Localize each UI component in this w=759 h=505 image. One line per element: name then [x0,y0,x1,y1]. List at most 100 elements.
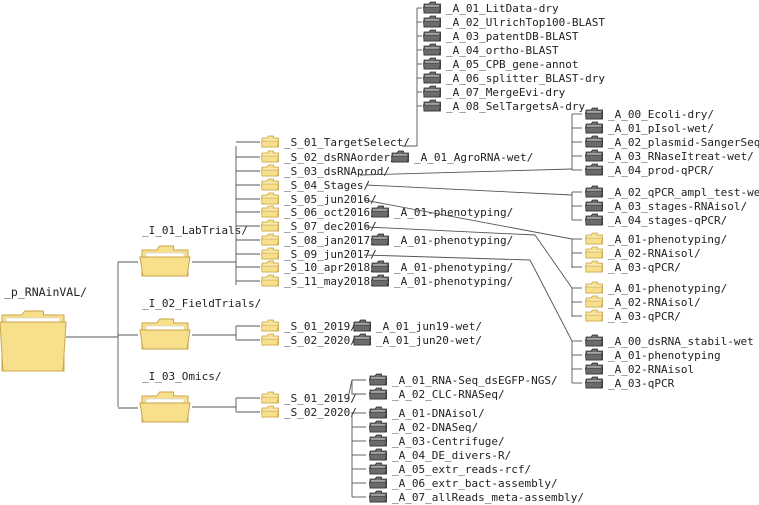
target-select-child-icon [423,85,441,98]
dsrnaprod-child: _A_04_prod-qPCR/ [608,164,714,177]
lab-stage-label-icon [261,219,279,232]
omics-2019-child: _A_02_CLC-RNASeq/ [392,388,505,401]
jun2017-child-icon [585,334,603,347]
target-select-child: _A_07_MergeEvi-dry [446,86,566,99]
lab-stage-label: _S_06_oct2016/ [284,206,377,219]
dsrnaprod-connector [359,168,573,176]
dsrnaprod-child-icon [585,163,603,176]
target-select-child-icon [423,1,441,14]
omics-2020-child: _A_04_DE_divers-R/ [392,449,511,462]
field-stage-child-icon [353,333,371,346]
omics-2020-child: _A_06_extr_bact-assembly/ [392,477,558,490]
stages-child: _A_04_stages-qPCR/ [608,214,727,227]
jun2017-connector [363,254,573,342]
field-stage-child: _A_01_jun20-wet/ [376,334,482,347]
omics-2020-child-icon [369,476,387,489]
dec2016-child: _A_03-qPCR/ [608,310,681,323]
lab-stage-label-icon [261,233,279,246]
dsrnaprod-child: _A_02_plasmid-SangerSeq/ [608,136,759,149]
lab-stage-label-icon [261,135,279,148]
target-select-child-icon [423,43,441,56]
dsrnaprod-child-icon [585,135,603,148]
omics-2020-child: _A_01-DNAisol/ [392,407,485,420]
field-stage-label: _S_01_2019/ [284,320,357,333]
omics-stage-label: _S_01_2019/ [284,392,357,405]
field-stage-label-icon [261,333,279,346]
target-select-child: _A_05_CPB_gene-annot [446,58,578,71]
dsrnaprod-child-icon [585,121,603,134]
jun2016-child-icon [585,260,603,273]
dsrnaprod-child: _A_01_pIsol-wet/ [608,122,714,135]
omics-2020-child-icon [369,406,387,419]
lab-stage-label-icon [261,150,279,163]
lab-stage-label: _S_04_Stages/ [284,179,370,192]
lab-stage-label: _S_09_jun2017/ [284,248,377,261]
target-select-child: _A_03_patentDB-BLAST [446,30,579,43]
dsrnaprod-child-icon [585,107,603,120]
dec2016-child-icon [585,309,603,322]
jun2016-child-icon [585,232,603,245]
lab-inline-child-icon [371,205,389,218]
stages-child: _A_02_qPCR_ampl_test-wet/ [608,186,759,199]
target-select-child-icon [423,71,441,84]
field-stage-label-icon [261,319,279,332]
lab-inline-child-icon [371,274,389,287]
target-select-child-icon [423,57,441,70]
dec2016-child-icon [585,281,603,294]
lab-stage-label: _S_07_dec2016/ [284,220,377,233]
lab-stage-label: _S_01_TargetSelect/ [284,136,410,149]
level1-label: _I_02_FieldTrials/ [142,297,261,310]
omics-2020-child-icon [369,420,387,433]
lab-stage-label: _S_08_jan2017/ [284,234,377,247]
lab-stage-label-icon [261,274,279,287]
lab-stage-label: _S_10_apr2018/ [284,261,377,274]
level1-folder-icon [139,391,191,423]
lab-stage-label: _S_05_jun2016/ [284,193,377,206]
jun2017-child-icon [585,376,603,389]
lab-stage-label-icon [261,247,279,260]
level1-label: _I_01_LabTrials/ [142,224,248,237]
jun2017-child: _A_02-RNAisol [608,363,694,376]
lab-stage-label-icon [261,260,279,273]
omics-2020-child: _A_05_extr_reads-rcf/ [392,463,531,476]
omics-2020-child: _A_07_allReads_meta-assembly/ [392,491,584,504]
target-select-child: _A_06_splitter_BLAST-dry [446,72,605,85]
lab-stage-label-icon [261,164,279,177]
omics-2019-child-icon [369,387,387,400]
lab-stage-label: _S_11_may2018/ [284,275,377,288]
lab-inline-child-icon [371,233,389,246]
omics-2019-child-icon [369,373,387,386]
omics-2020-child: _A_03-Centrifuge/ [392,435,505,448]
field-stage-label: _S_02_2020/ [284,334,357,347]
jun2017-child-icon [585,362,603,375]
lab-stage-label: _S_02_dsRNAorder/ [284,151,397,164]
target-select-child: _A_04_ortho-BLAST [446,44,559,57]
stages-child-icon [585,199,603,212]
omics-stage-label: _S_02_2020/ [284,406,357,419]
lab-inline-child: _A_01_AgroRNA-wet/ [414,151,533,164]
dsrnaprod-child-icon [585,149,603,162]
jun2017-child-icon [585,348,603,361]
omics-2019-child: _A_01_RNA-Seq_dsEGFP-NGS/ [392,374,558,387]
stages-child-icon [585,213,603,226]
jun2016-child: _A_02-RNAisol/ [608,247,701,260]
lab-inline-child: _A_01-phenotyping/ [394,206,513,219]
omics-2020-child-icon [369,462,387,475]
omics-stage-label-icon [261,405,279,418]
jun2017-child: _A_00_dsRNA_stabil-wet [608,335,754,348]
target-select-child-icon [423,15,441,28]
lab-stage-label-icon [261,192,279,205]
lab-inline-child-icon [391,150,409,163]
target-select-child: _A_02_UlrichTop100-BLAST [446,16,605,29]
omics-2020-child-icon [369,490,387,503]
lab-inline-child-icon [371,260,389,273]
dec2016-child: _A_01-phenotyping/ [608,282,727,295]
lab-inline-child: _A_01-phenotyping/ [394,275,513,288]
stages-child-icon [585,185,603,198]
lab-stage-label-icon [261,178,279,191]
lab-inline-child: _A_01-phenotyping/ [394,234,513,247]
root-label: _p_RNAinVAL/ [4,285,87,299]
field-stage-child: _A_01_jun19-wet/ [376,320,482,333]
field-stage-child-icon [353,319,371,332]
